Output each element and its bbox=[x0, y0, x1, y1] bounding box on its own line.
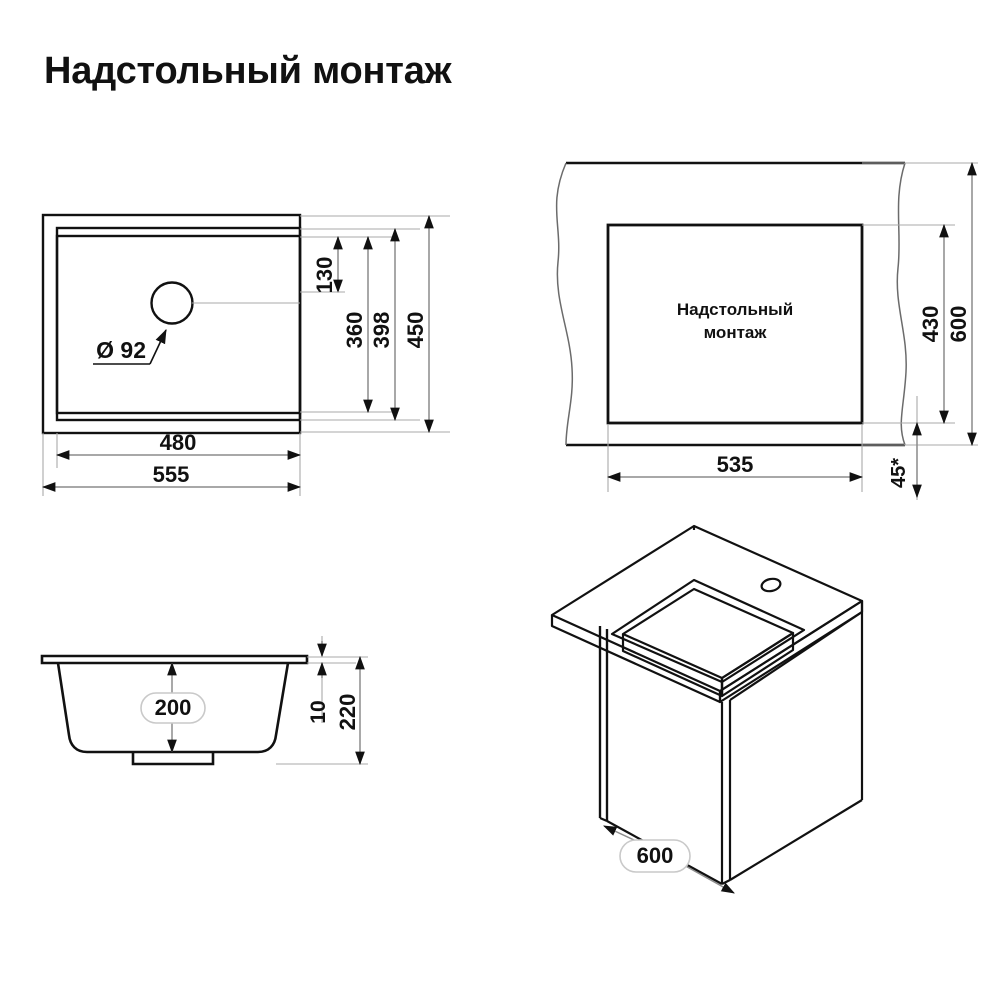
view-bottom-right-isometric bbox=[550, 524, 864, 885]
dim-label-220: 220 bbox=[335, 694, 360, 731]
dim-label-200: 200 bbox=[155, 695, 192, 720]
countertop-top-face bbox=[550, 524, 864, 693]
countertop-edge-left bbox=[550, 615, 722, 704]
dim-label-360: 360 bbox=[342, 312, 367, 349]
dim-label-450: 450 bbox=[403, 312, 428, 349]
hole-diameter-leader bbox=[93, 328, 167, 365]
dim-label-130: 130 bbox=[312, 257, 337, 294]
view-top-right-countertop bbox=[566, 161, 905, 447]
view-top-left-outline bbox=[41, 213, 302, 435]
break-line-left bbox=[555, 162, 574, 446]
faucet-hole-circle bbox=[150, 281, 194, 325]
tr-dimension-arrows bbox=[606, 161, 977, 499]
dim-label-600-iso: 600 bbox=[637, 843, 674, 868]
hole-diameter-label: Ø 92 bbox=[96, 337, 146, 363]
dim-200-balloon: 200 bbox=[140, 692, 206, 724]
dim-label-600: 600 bbox=[946, 306, 971, 343]
dim-label-535: 535 bbox=[717, 452, 754, 477]
dim-label-398: 398 bbox=[369, 312, 394, 349]
tl-dimension-arrows bbox=[41, 214, 434, 492]
page-title: Надстольный монтаж bbox=[44, 50, 452, 92]
dim-label-430: 430 bbox=[918, 306, 943, 343]
break-line-right bbox=[896, 162, 907, 446]
dim-label-555: 555 bbox=[153, 462, 190, 487]
dim-label-480: 480 bbox=[160, 430, 197, 455]
dim-line-600-iso-b bbox=[681, 863, 735, 894]
dim-label-10: 10 bbox=[307, 700, 330, 723]
countertop-cutout-rect bbox=[606, 223, 864, 425]
cutout-caption-line1: Надстольный bbox=[677, 300, 793, 319]
cutout-caption-line2: монтаж bbox=[704, 323, 768, 342]
tap-hole-ellipse bbox=[760, 577, 782, 593]
dim-label-45: 45* bbox=[888, 458, 910, 488]
sink-rim-inner bbox=[621, 587, 795, 680]
cabinet-right-bottom bbox=[729, 799, 863, 881]
dim-600-balloon: 600 bbox=[619, 839, 691, 873]
